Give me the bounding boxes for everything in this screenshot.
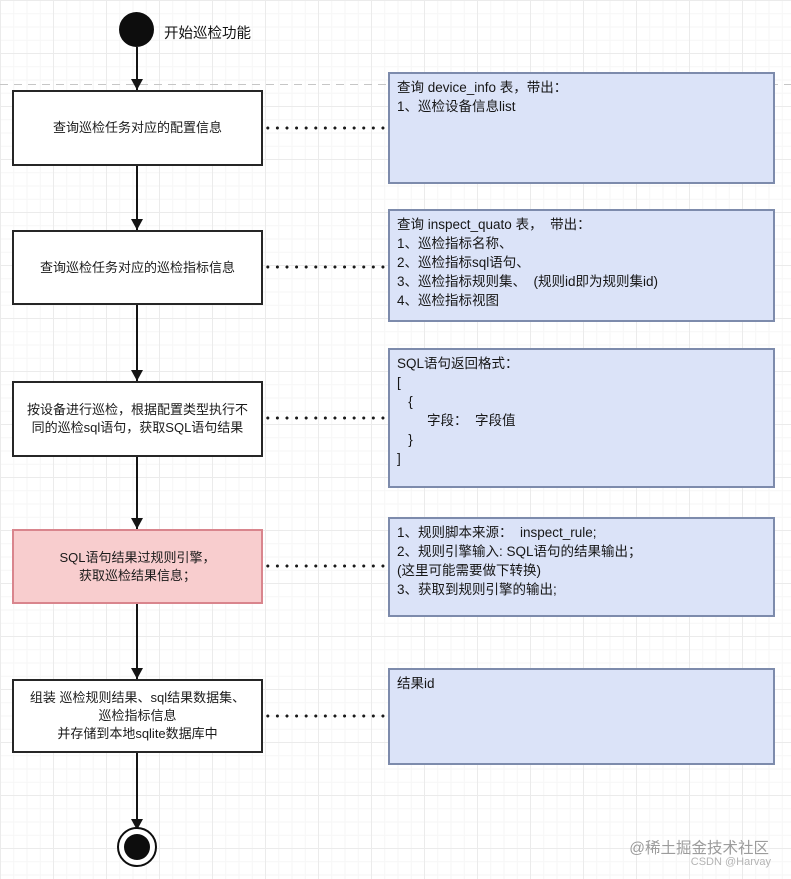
start-node-circle [119, 12, 154, 47]
step-query-quota: 查询巡检任务对应的巡检指标信息 [12, 230, 263, 305]
note-connector-3 [263, 416, 388, 420]
flow-arrow-4 [131, 457, 143, 529]
start-label: 开始巡检功能 [164, 26, 251, 42]
note-sql-format: SQL语句返回格式： [ { 字段： 字段值 } ] [388, 348, 775, 488]
flow-arrow-3 [131, 305, 143, 381]
note-connector-5 [263, 714, 388, 718]
step-execute-sql: 按设备进行巡检，根据配置类型执行不同的巡检sql语句，获取SQL语句结果 [12, 381, 263, 457]
step-assemble-store: 组装 巡检规则结果、sql结果数据集、巡检指标信息 并存储到本地sqlite数据… [12, 679, 263, 753]
flow-arrow-2 [131, 166, 143, 230]
watermark-csdn: CSDN @Harvay [690, 856, 771, 868]
step-rule-engine: SQL语句结果过规则引擎， 获取巡检结果信息； [12, 529, 263, 604]
note-connector-1 [263, 126, 388, 130]
flow-arrow-1 [131, 47, 143, 90]
note-inspect-quato: 查询 inspect_quato 表， 带出： 1、巡检指标名称、 2、巡检指标… [388, 209, 775, 322]
end-node-circle [117, 827, 157, 867]
note-device-info: 查询 device_info 表，带出： 1、巡检设备信息list [388, 72, 775, 184]
flow-arrow-6 [131, 753, 143, 830]
watermark-juejin: @稀土掘金技术社区 [629, 840, 769, 857]
step-query-config: 查询巡检任务对应的配置信息 [12, 90, 263, 166]
note-connector-2 [263, 265, 388, 269]
end-node-inner-dot [124, 834, 150, 860]
flow-arrow-5 [131, 604, 143, 679]
note-result-id: 结果id [388, 668, 775, 765]
note-connector-4 [263, 564, 388, 568]
note-rule-engine: 1、规则脚本来源： inspect_rule; 2、规则引擎输入: SQL语句的… [388, 517, 775, 617]
